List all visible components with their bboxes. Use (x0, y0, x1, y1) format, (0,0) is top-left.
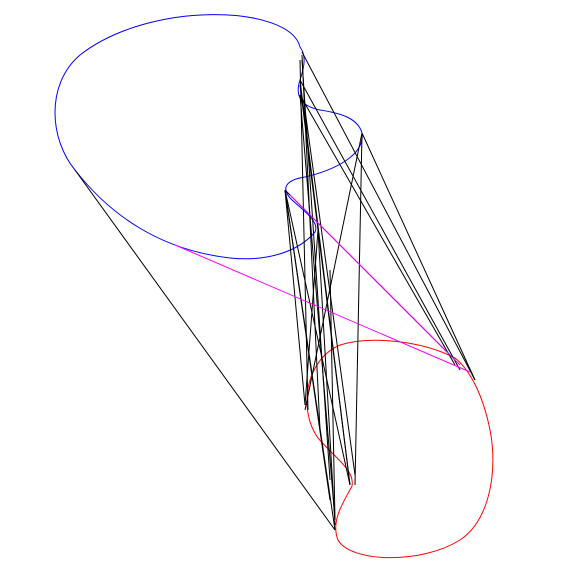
tangent-line (301, 51, 476, 381)
tangent-line (299, 79, 461, 371)
upper-curve (54, 14, 363, 260)
tangent-line (301, 54, 321, 431)
tangent-line (299, 84, 319, 231)
tangent-line (74, 169, 336, 531)
highlight-line (289, 194, 461, 366)
tangent-line (317, 229, 351, 486)
highlight-lines (174, 194, 471, 373)
lower-curve (306, 339, 494, 559)
tangent-line (299, 94, 456, 366)
tangent-line (304, 132, 363, 411)
tangent-line (317, 229, 336, 526)
tangent-line (299, 94, 336, 521)
highlight-line (174, 244, 471, 373)
tangent-lines (74, 51, 476, 531)
tangent-line (284, 189, 336, 531)
tangent-line (284, 189, 351, 486)
tangent-line (361, 132, 476, 381)
tangent-line (354, 132, 363, 486)
tangent-line (284, 189, 306, 406)
tangent-line (299, 59, 309, 411)
